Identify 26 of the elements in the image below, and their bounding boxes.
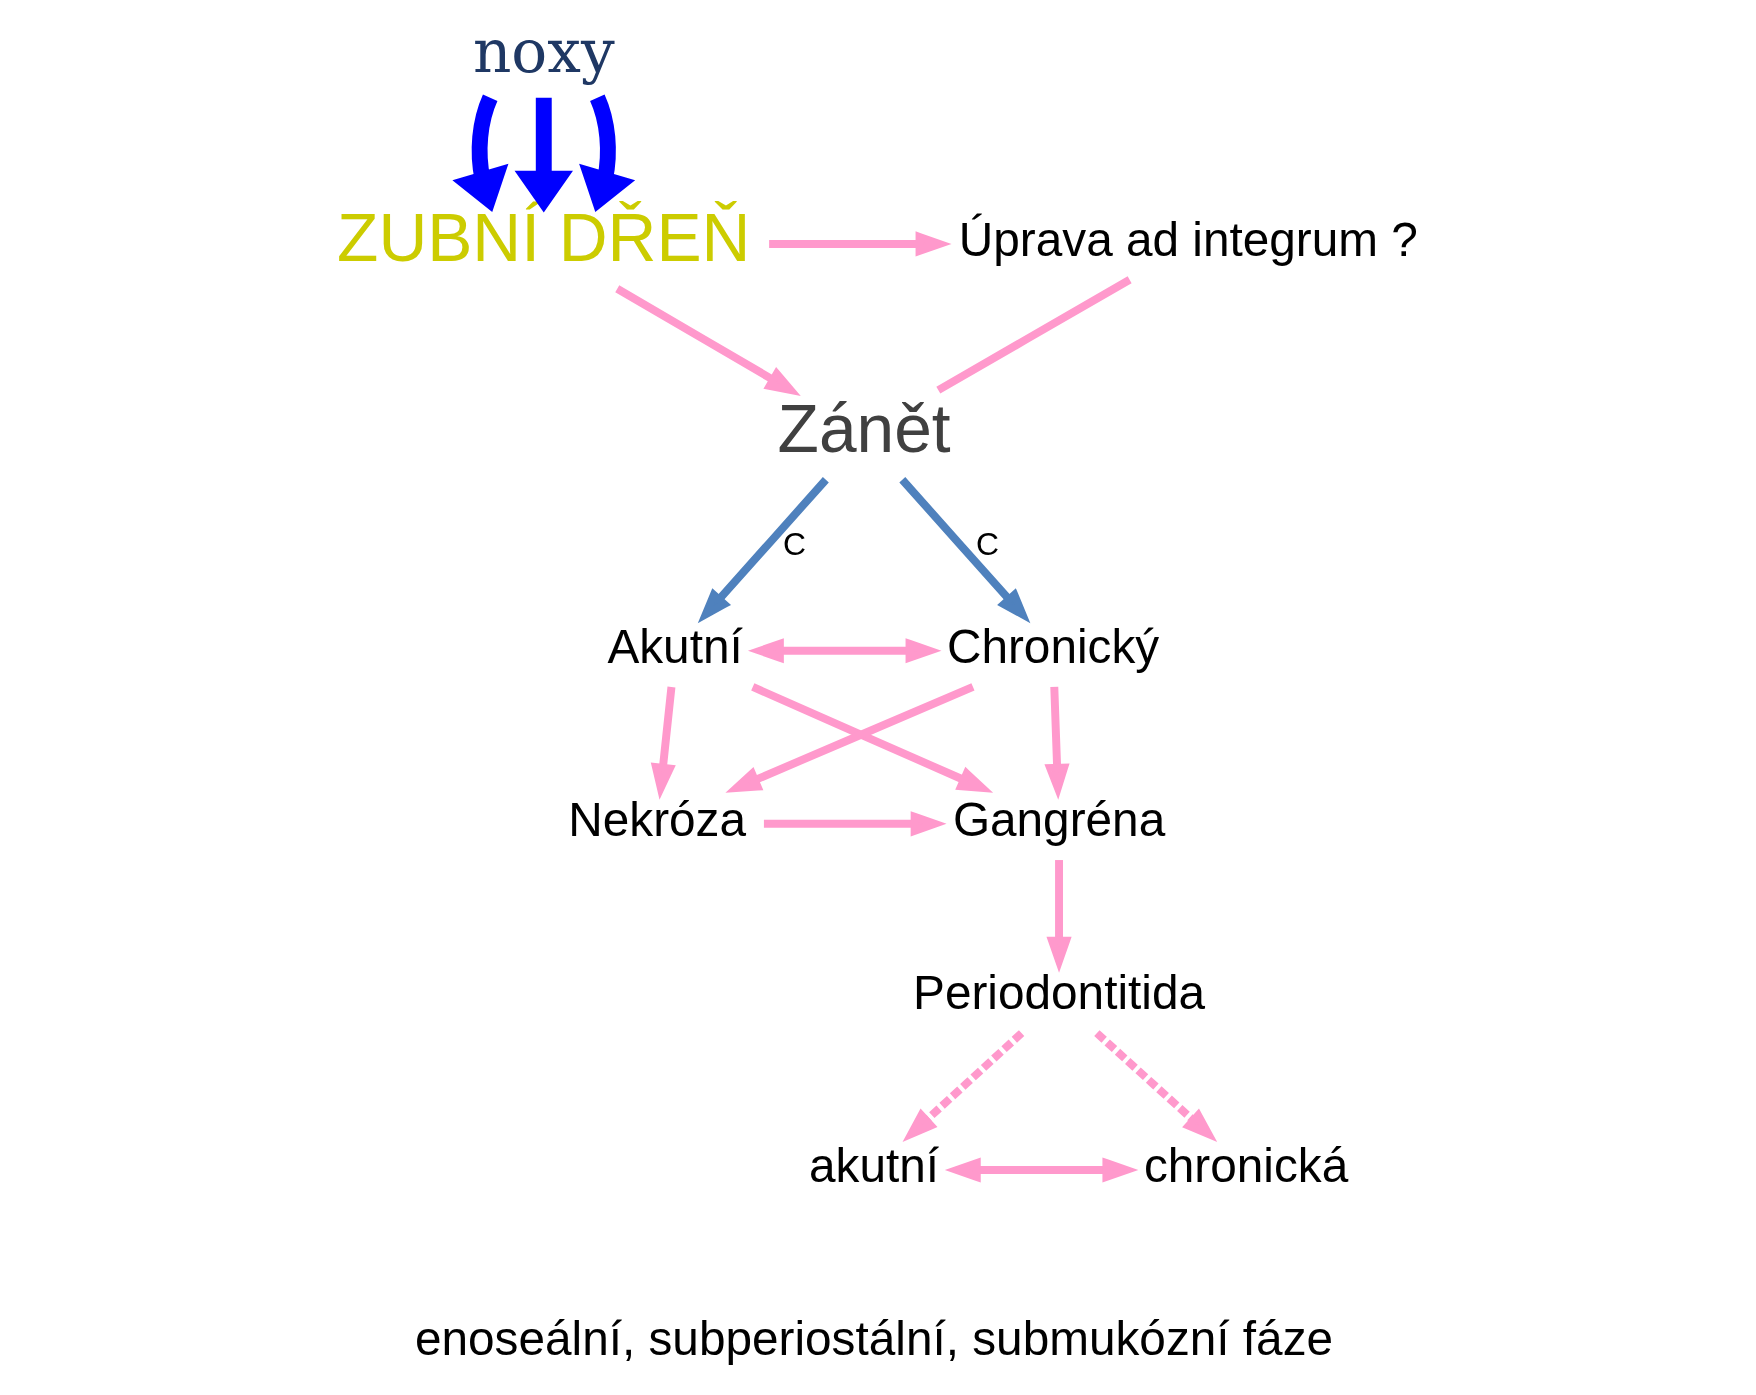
node-text: Zánět [777,391,951,467]
arrow [615,285,801,396]
arrow [452,94,509,212]
edge-label: C [782,525,806,562]
node-text: Nekróza [568,793,747,847]
arrow [902,1030,1025,1142]
node-text: akutní [809,1139,940,1193]
arrow [1094,1030,1218,1142]
arrow [944,1157,1139,1183]
edge-label: C [975,525,999,562]
node-text: chronická [1143,1139,1349,1193]
connector [936,276,1132,394]
label: enoseální, subperiostální, submukózní fáze [414,1312,1334,1366]
node-text: noxy [472,16,615,86]
node-text: Chronický [946,620,1160,674]
node-text: Akutní [607,620,743,674]
node-text: Úprava ad integrum ? [958,213,1418,267]
node-text: ZUBNÍ DŘEŇ [337,200,751,276]
arrow [899,477,1031,624]
arrow [697,477,829,624]
node-text: Gangréna [952,793,1166,847]
arrow [747,638,942,664]
arrow [579,94,636,212]
node-text: Periodontitida [913,966,1205,1020]
arrow [751,683,994,793]
arrow [725,683,975,793]
